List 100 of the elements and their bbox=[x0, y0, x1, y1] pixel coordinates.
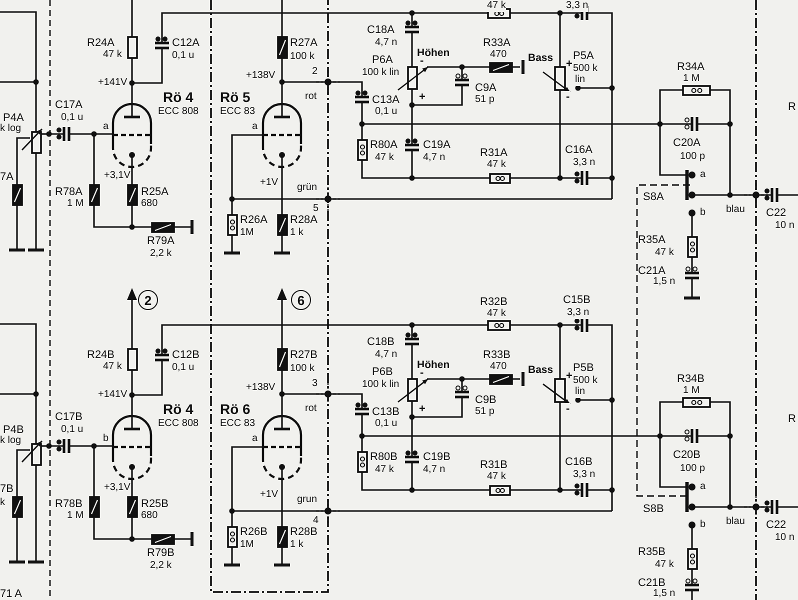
component-value: 0,1 u bbox=[375, 106, 398, 118]
component-ref: 7A bbox=[0, 171, 14, 183]
component-ref: C13B bbox=[372, 406, 400, 418]
component-value: 0,1 u bbox=[375, 418, 398, 430]
component-value: 47 k bbox=[487, 0, 506, 12]
component-ref: R80A bbox=[370, 139, 398, 151]
component-ref: R bbox=[788, 101, 796, 113]
tube-label: Rö 4 bbox=[163, 401, 194, 417]
voltage-label: +3,1V bbox=[104, 482, 130, 494]
component-ref: R31B bbox=[480, 459, 508, 471]
component-ref: P6B bbox=[372, 366, 393, 378]
component-value: lin bbox=[575, 386, 586, 398]
component-value: 2,2 k bbox=[150, 560, 172, 572]
tube-label: Rö 5 bbox=[220, 89, 250, 105]
control-label: Bass bbox=[528, 52, 554, 64]
component-ref: R26B bbox=[240, 526, 268, 538]
component-value: 3,3 n bbox=[567, 307, 590, 319]
component-value: 1,5 n bbox=[653, 588, 676, 600]
wire-color-label: grün bbox=[297, 182, 318, 194]
component-ref: R79B bbox=[147, 547, 175, 559]
component-ref: R27A bbox=[290, 37, 318, 49]
component-ref: C17A bbox=[55, 99, 83, 111]
component-ref: R35B bbox=[638, 546, 666, 558]
component-ref: C15B bbox=[563, 294, 591, 306]
control-label: Höhen bbox=[417, 359, 450, 371]
component-ref: C12B bbox=[172, 349, 200, 361]
component-ref: C21A bbox=[638, 265, 666, 277]
component-value: 51 p bbox=[475, 406, 494, 418]
component-ref: R78B bbox=[55, 498, 83, 510]
component-value: 4,7 n bbox=[423, 152, 446, 164]
component-ref: C19A bbox=[423, 139, 451, 151]
component-ref: R32B bbox=[480, 296, 508, 308]
component-ref: C20A bbox=[673, 137, 701, 149]
component-ref: R33B bbox=[483, 349, 511, 361]
component-ref: C20B bbox=[673, 449, 701, 461]
component-ref: R78A bbox=[55, 186, 83, 198]
component-ref: R79A bbox=[147, 235, 175, 247]
component-ref: P4B bbox=[3, 424, 24, 436]
component-value: 3,3 n bbox=[566, 0, 588, 12]
component-value: k log bbox=[0, 123, 22, 135]
tube-label: Rö 6 bbox=[220, 401, 250, 417]
component-ref: S8B bbox=[643, 503, 664, 515]
component-ref: R34A bbox=[677, 61, 705, 73]
component-ref: C16B bbox=[565, 456, 593, 468]
component-ref: C21B bbox=[638, 577, 666, 589]
component-value: 0,1 u bbox=[61, 424, 84, 436]
component-ref: R24B bbox=[87, 349, 115, 361]
component-value: 3,3 n bbox=[573, 157, 596, 169]
component-ref: C9B bbox=[475, 394, 496, 406]
component-ref: R35A bbox=[638, 234, 666, 246]
wire-color-label: grun bbox=[297, 494, 318, 506]
component-ref: C18A bbox=[367, 24, 395, 36]
circled-number: 2 bbox=[138, 290, 158, 310]
component-value: 4,7 n bbox=[423, 464, 446, 476]
component-ref: C16A bbox=[565, 144, 593, 156]
component-value: 100 p bbox=[680, 151, 706, 163]
component-ref: R34B bbox=[677, 373, 705, 385]
component-value: 51 p bbox=[475, 94, 494, 106]
component-value: 4,7 n bbox=[375, 37, 398, 49]
component-ref: R26A bbox=[240, 214, 268, 226]
control-label: Bass bbox=[528, 364, 554, 376]
component-ref: R28B bbox=[290, 526, 318, 538]
component-value: lin bbox=[575, 74, 586, 86]
voltage-label: +3,1V bbox=[104, 170, 130, 182]
component-ref: R80B bbox=[370, 451, 398, 463]
component-ref: C18B bbox=[367, 336, 395, 348]
tube-label: Rö 4 bbox=[163, 89, 194, 105]
component-ref: R33A bbox=[483, 37, 511, 49]
component-ref: P5A bbox=[573, 50, 594, 62]
component-value: 2,2 k bbox=[150, 248, 172, 260]
component-ref: R24A bbox=[87, 37, 115, 49]
component-ref: R31A bbox=[480, 147, 508, 159]
component-ref: C19B bbox=[423, 451, 451, 463]
component-ref: P5B bbox=[573, 362, 594, 374]
component-ref: C22 bbox=[766, 519, 786, 531]
component-ref: R27B bbox=[290, 349, 318, 361]
circled-number: 6 bbox=[291, 290, 311, 310]
component-ref: C13A bbox=[372, 94, 400, 106]
component-ref: P6A bbox=[372, 54, 393, 66]
component-value: 1,5 n bbox=[653, 276, 676, 288]
component-ref: C9A bbox=[475, 82, 496, 94]
component-ref: S8A bbox=[643, 191, 664, 203]
component-ref: P4A bbox=[3, 112, 24, 124]
component-value: 0,1 u bbox=[172, 362, 194, 374]
component-ref: 7B bbox=[0, 483, 14, 495]
component-value: 4,7 n bbox=[375, 349, 398, 361]
component-ref: R25B bbox=[141, 498, 169, 510]
component-value: 3,3 n bbox=[573, 469, 596, 481]
component-ref: R25A bbox=[141, 186, 169, 198]
component-value: 0,1 u bbox=[172, 50, 194, 62]
component-value: k log bbox=[0, 435, 22, 447]
component-ref: C17B bbox=[55, 411, 83, 423]
component-value: 0,1 u bbox=[61, 112, 84, 124]
component-value: 100 p bbox=[680, 463, 706, 475]
component-ref: C12A bbox=[172, 37, 200, 49]
component-ref: R28A bbox=[290, 214, 318, 226]
component-ref: R bbox=[788, 413, 796, 425]
component-ref: 71 A bbox=[0, 588, 22, 600]
control-label: Höhen bbox=[417, 47, 450, 59]
component-ref: C22 bbox=[766, 207, 786, 219]
